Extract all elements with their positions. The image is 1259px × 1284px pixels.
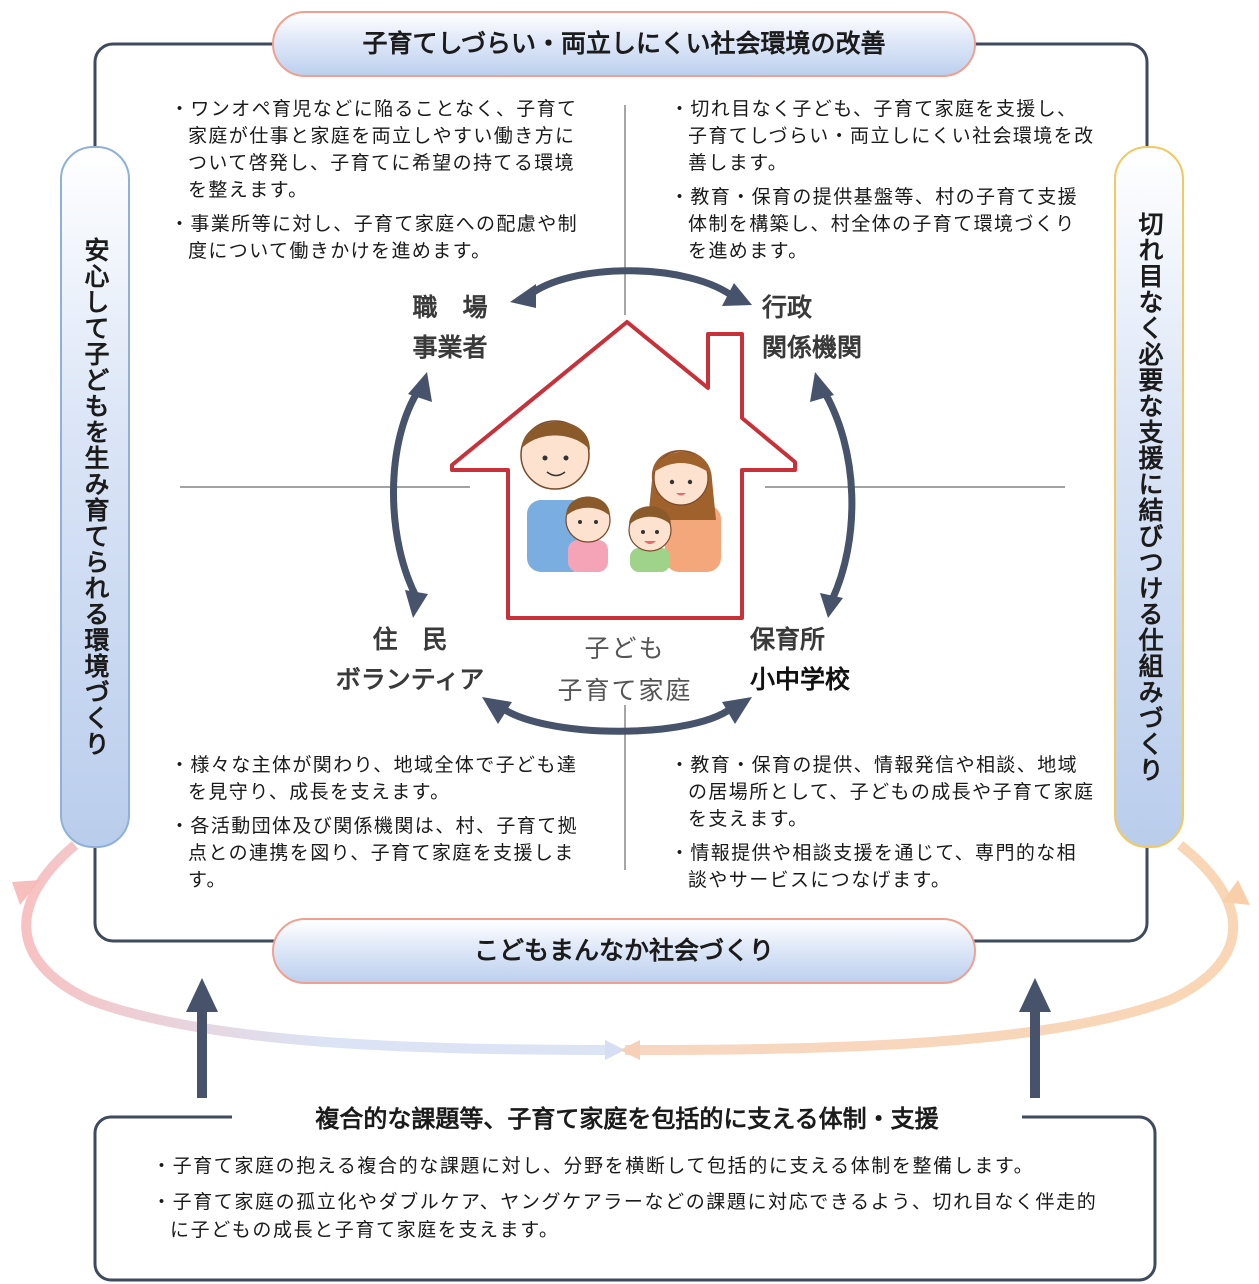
bottom-banner: こどもまんなか社会づくり bbox=[272, 918, 976, 984]
bullet: ・切れ目なく子ども、子育て家庭を支援し、子育てしづらい・両立しにくい社会環境を改… bbox=[670, 98, 1095, 174]
bullet: ・子育て家庭の孤立化やダブルケア、ヤングケアラーなどの課題に対応できるよう、切れ… bbox=[152, 1191, 1098, 1241]
quadrant-top-right: ・切れ目なく子ども、子育て家庭を支援し、子育てしづらい・両立しにくい社会環境を改… bbox=[670, 96, 1095, 272]
center-label: 子ども 子育て家庭 bbox=[535, 628, 715, 712]
node-residents: 住 民 ボランティア bbox=[310, 620, 510, 700]
right-side-pill-shape bbox=[1114, 146, 1184, 848]
cycle-arrows bbox=[390, 267, 856, 735]
left-cycle-arc bbox=[12, 841, 625, 1060]
node-admin: 行政 関係機関 bbox=[762, 288, 892, 368]
arrow-heads bbox=[405, 283, 843, 724]
bullet: ・各活動団体及び関係機関は、村、子育て拠点との連携を図り、子育て家庭を支援します… bbox=[170, 815, 579, 891]
family-illustration bbox=[520, 420, 721, 572]
quadrant-bottom-right: ・教育・保育の提供、情報発信や相談、地域の居場所として、子どもの成長や子育て家庭… bbox=[670, 752, 1095, 901]
bullet: ・子育て家庭の抱える複合的な課題に対し、分野を横断して包括的に支える体制を整備し… bbox=[152, 1155, 1035, 1177]
right-cycle-arc bbox=[620, 841, 1250, 1060]
node-school: 保育所 小中学校 bbox=[750, 620, 880, 700]
node-residents-line2: ボランティア bbox=[335, 665, 485, 694]
left-side-label: 安心して子どもを生み育てられる環境づくり bbox=[81, 237, 110, 757]
quadrant-top-left: ・ワンオペ育児などに陥ることなく、子育て家庭が仕事と家庭を両立しやすい働き方につ… bbox=[170, 96, 595, 272]
node-school-line1: 保育所 bbox=[750, 625, 826, 654]
right-side-label: 切れ目なく必要な支援に結びつける仕組みづくり bbox=[1135, 211, 1164, 783]
center-label-line2: 子育て家庭 bbox=[557, 676, 693, 705]
quadrant-bottom-left: ・様々な主体が関わり、地域全体で子ども達を見守り、成長を支えます。 ・各活動団体… bbox=[170, 752, 595, 901]
up-arrows bbox=[186, 978, 1051, 1098]
top-banner: 子育てしづらい・両立しにくい社会環境の改善 bbox=[272, 11, 976, 77]
bullet: ・教育・保育の提供基盤等、村の子育て支援体制を構築し、村全体の子育て環境づくりを… bbox=[670, 186, 1079, 262]
node-workplace-line1: 職 場 bbox=[412, 293, 488, 322]
center-label-line1: 子ども bbox=[584, 634, 666, 663]
node-admin-line2: 関係機関 bbox=[762, 333, 863, 362]
bullet: ・事業所等に対し、子育て家庭への配慮や制度について働きかけを進めます。 bbox=[170, 213, 579, 262]
bullet: ・ワンオペ育児などに陥ることなく、子育て家庭が仕事と家庭を両立しやすい働き方につ… bbox=[170, 98, 578, 201]
node-school-line2: 小中学校 bbox=[750, 665, 851, 694]
bullet: ・様々な主体が関わり、地域全体で子ども達を見守り、成長を支えます。 bbox=[170, 754, 578, 803]
bottom-box-title: 複合的な課題等、子育て家庭を包括的に支える体制・支援 bbox=[232, 1100, 1022, 1138]
node-workplace-line2: 事業者 bbox=[412, 333, 488, 362]
bullet: ・教育・保育の提供、情報発信や相談、地域の居場所として、子どもの成長や子育て家庭… bbox=[670, 754, 1095, 830]
bottom-box-bullets: ・子育て家庭の抱える複合的な課題に対し、分野を横断して包括的に支える体制を整備し… bbox=[152, 1152, 1112, 1252]
node-admin-line1: 行政 bbox=[762, 293, 813, 322]
left-side-pill-shape bbox=[60, 146, 130, 848]
node-workplace: 職 場 事業者 bbox=[380, 288, 520, 368]
node-residents-line1: 住 民 bbox=[372, 625, 448, 654]
bullet: ・情報提供や相談支援を通じて、専門的な相談やサービスにつなげます。 bbox=[670, 842, 1078, 891]
